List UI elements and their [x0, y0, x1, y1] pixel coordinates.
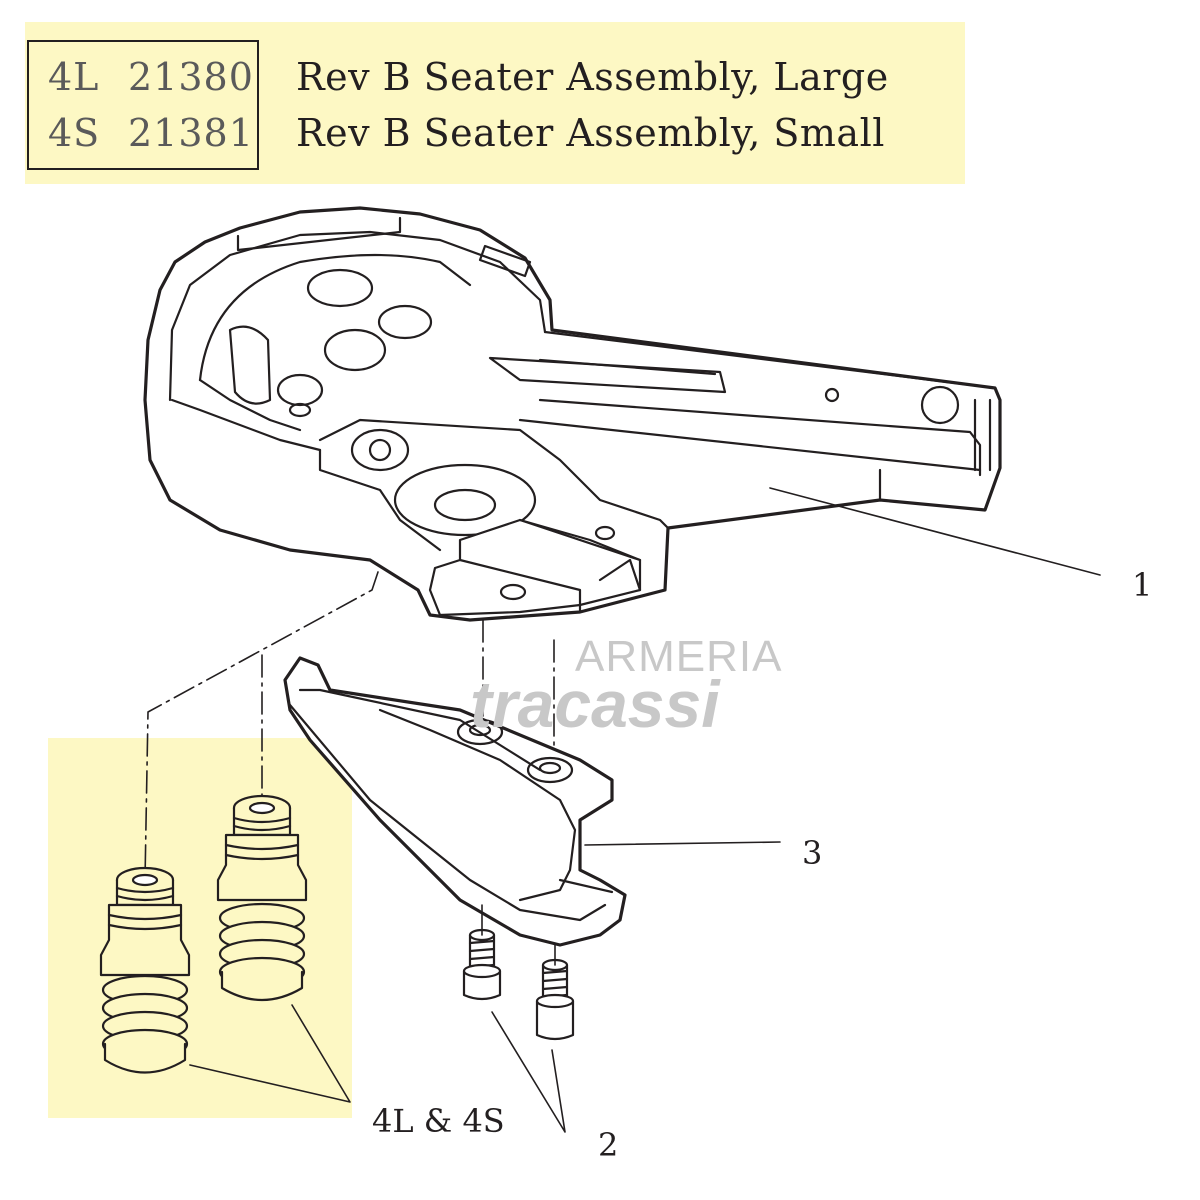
code-box	[27, 40, 259, 170]
part-number-21381: 21381	[128, 111, 254, 155]
seater-plate-icon	[283, 656, 627, 947]
description-large: Rev B Seater Assembly, Large	[296, 55, 889, 99]
callout-2: 2	[598, 1126, 619, 1164]
callout-4l-4s: 4L & 4S	[372, 1102, 505, 1140]
part-number-21380: 21380	[128, 55, 254, 99]
callout-1: 1	[1132, 566, 1153, 604]
watermark-line2: tracassi	[470, 667, 720, 741]
callout-3: 3	[802, 834, 823, 872]
header-band	[25, 22, 965, 184]
code-4s: 4S	[48, 111, 101, 155]
description-small: Rev B Seater Assembly, Small	[296, 111, 885, 155]
spring-seater-icon	[99, 794, 308, 1074]
watermark-line1: ARMERIA	[575, 632, 783, 681]
code-4l: 4L	[48, 55, 100, 99]
cap-screw-icon	[462, 928, 575, 1041]
spring-highlight-band	[48, 738, 352, 1118]
seater-body-icon	[143, 206, 1002, 622]
